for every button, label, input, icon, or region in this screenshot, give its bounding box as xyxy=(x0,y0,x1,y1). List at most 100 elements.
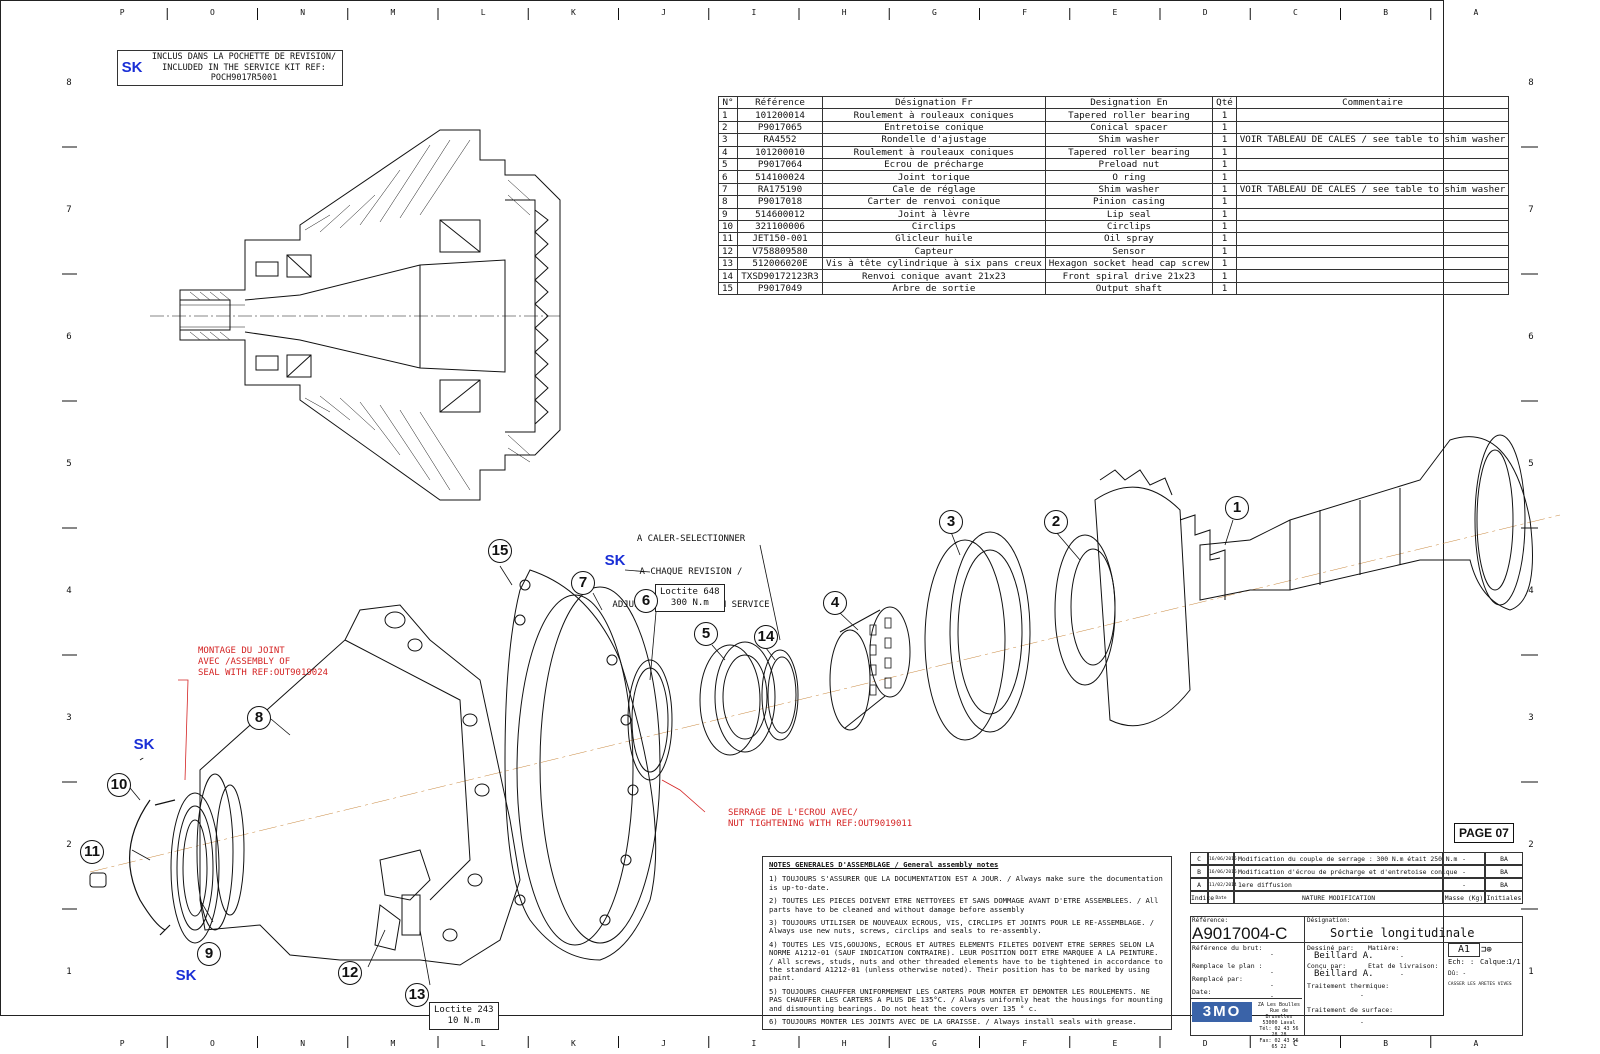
bom-cell: Capteur xyxy=(822,244,1046,259)
revision-cell: B xyxy=(1190,865,1208,878)
layer-label: Calque: xyxy=(1480,958,1510,966)
concu-label: Conçu par: xyxy=(1307,962,1347,970)
bubble-part-2: 2 xyxy=(1044,510,1068,534)
etat-label: Etat de livraison: xyxy=(1368,962,1439,970)
sk-line2: INCLUDED IN THE SERVICE KIT REF: xyxy=(162,62,326,73)
part-1-bevel-gear-shaft xyxy=(1094,434,1533,727)
bom-cell: 1 xyxy=(1212,133,1237,147)
grid-number: 2 xyxy=(1528,839,1534,850)
brut-value: - xyxy=(1270,950,1274,958)
revision-cell: Modification du couple de serrage : 300 … xyxy=(1234,852,1457,865)
bom-cell: 4 xyxy=(718,145,738,159)
grid-letter: G xyxy=(931,8,937,17)
drawing-reference: A9017004-C xyxy=(1192,924,1288,943)
bubble-part-12: 12 xyxy=(338,961,362,985)
bom-cell: TXSD90172123R3 xyxy=(737,269,823,283)
matiere-value: - xyxy=(1400,952,1404,960)
bom-cell: Cale de réglage xyxy=(822,182,1046,197)
grid-number: 7 xyxy=(66,204,72,215)
revision-cell: 11/02/2014 xyxy=(1208,878,1237,891)
bubble-part-9: 9 xyxy=(197,942,221,966)
bom-cell: VOIR TABLEAU DE CALES / see table to shi… xyxy=(1235,133,1510,147)
grid-letter: C xyxy=(1292,1039,1298,1048)
part-10-circlip xyxy=(129,799,176,936)
bom-cell: P9017065 xyxy=(737,120,823,135)
bom-cell: Rondelle d'ajustage xyxy=(822,133,1046,147)
concu-value: Beillard A. xyxy=(1314,969,1374,979)
revision-cell: - xyxy=(1443,852,1485,865)
bubble-part-4: 4 xyxy=(823,591,847,615)
nut-tightening-note: SERRAGE DE L'ECROU AVEC/NUT TIGHTENING W… xyxy=(728,808,912,830)
bom-cell: 15 xyxy=(718,281,738,296)
bom-cell: Joint torique xyxy=(822,170,1046,184)
remplace-value: - xyxy=(1270,968,1274,976)
dim-unit: Dû: - xyxy=(1448,970,1467,977)
bom-cell: Arbre de sortie xyxy=(822,281,1046,296)
bom-cell xyxy=(1235,195,1510,209)
revision-cell: BA xyxy=(1485,852,1523,865)
bom-cell: Lip seal xyxy=(1044,207,1214,221)
bom-cell: RA175190 xyxy=(737,182,823,197)
bubble-part-10: 10 xyxy=(107,773,131,797)
bom-cell: RA4552 xyxy=(737,133,823,147)
revision-cell: Modification d'écrou de précharge et d'e… xyxy=(1234,865,1457,878)
note-4: 4) TOUTES LES VIS,GOUJONS, ECROUS ET AUT… xyxy=(769,939,1163,983)
projection-symbol-icon: ⊐⊕ xyxy=(1481,945,1492,955)
designation-label: Désignation: xyxy=(1307,917,1351,924)
grid-letter: H xyxy=(841,8,847,17)
loctite-243-torque: 10 N.m xyxy=(447,1016,481,1026)
date-value: - xyxy=(1270,992,1274,1000)
note-1: 1) TOUJOURS S'ASSURER QUE LA DOCUMENTATI… xyxy=(769,874,1163,892)
grid-letter: J xyxy=(661,8,667,17)
matiere-label: Matière: xyxy=(1368,944,1400,952)
sk-line3: POCH9017R5001 xyxy=(210,73,278,83)
loctite-648-product: Loctite 648 xyxy=(660,587,720,597)
bom-cell: 3 xyxy=(718,133,738,147)
bubble-part-8: 8 xyxy=(247,706,271,730)
bom-header-cell: N° xyxy=(718,95,738,110)
dessine-value: Beillard A. xyxy=(1314,951,1374,961)
date-label: Date: xyxy=(1192,988,1212,996)
bom-cell: P9017049 xyxy=(737,281,823,296)
part-2-spacer xyxy=(1054,534,1116,686)
bubble-part-5: 5 xyxy=(694,622,718,646)
bom-cell: 512006020E xyxy=(737,257,823,271)
part-14-ring xyxy=(761,649,799,741)
bom-cell: 1 xyxy=(1212,269,1237,283)
bom-cell xyxy=(1235,108,1510,122)
revision-header-cell: Initiales xyxy=(1485,891,1523,904)
bom-cell: 12 xyxy=(718,244,738,259)
part-9-lip-seal xyxy=(170,792,220,944)
bom-cell: 1 xyxy=(1212,232,1237,246)
nut-note-line2: NUT TIGHTENING WITH REF:OUT9019011 xyxy=(728,819,913,829)
company-address: ZA Les Boulles Rue de Bruxelles 53000 La… xyxy=(1256,1002,1302,1050)
brut-label: Référence du brut: xyxy=(1192,944,1263,952)
bom-cell: 1 xyxy=(718,108,738,122)
bom-cell: 1 xyxy=(1212,207,1237,221)
bom-cell xyxy=(1235,157,1510,172)
bom-cell xyxy=(1235,120,1510,135)
part-11-oil-spray xyxy=(89,872,107,888)
revision-cell: C xyxy=(1190,852,1208,865)
grid-letter: C xyxy=(1292,8,1298,17)
trait-therm-value: - xyxy=(1360,991,1364,999)
bubble-part-15: 15 xyxy=(488,539,512,563)
address-line1: ZA Les Boulles xyxy=(1257,1002,1301,1008)
grid-letter: L xyxy=(480,8,486,17)
page-number: PAGE 07 xyxy=(1454,823,1514,843)
grid-number: 2 xyxy=(66,839,72,850)
bom-cell: Preload nut xyxy=(1044,157,1214,172)
part-8-pinion-casing xyxy=(196,604,521,966)
bom-header-cell: Désignation Fr xyxy=(822,95,1046,110)
address-phone: Tél: 02 43 56 28 28 xyxy=(1259,1026,1299,1038)
notes-title: NOTES GENERALES D'ASSEMBLAGE / General a… xyxy=(769,860,999,869)
bubble-part-7: 7 xyxy=(571,571,595,595)
bom-cell: Output shaft xyxy=(1044,281,1214,296)
revision-cell: A xyxy=(1190,878,1208,891)
